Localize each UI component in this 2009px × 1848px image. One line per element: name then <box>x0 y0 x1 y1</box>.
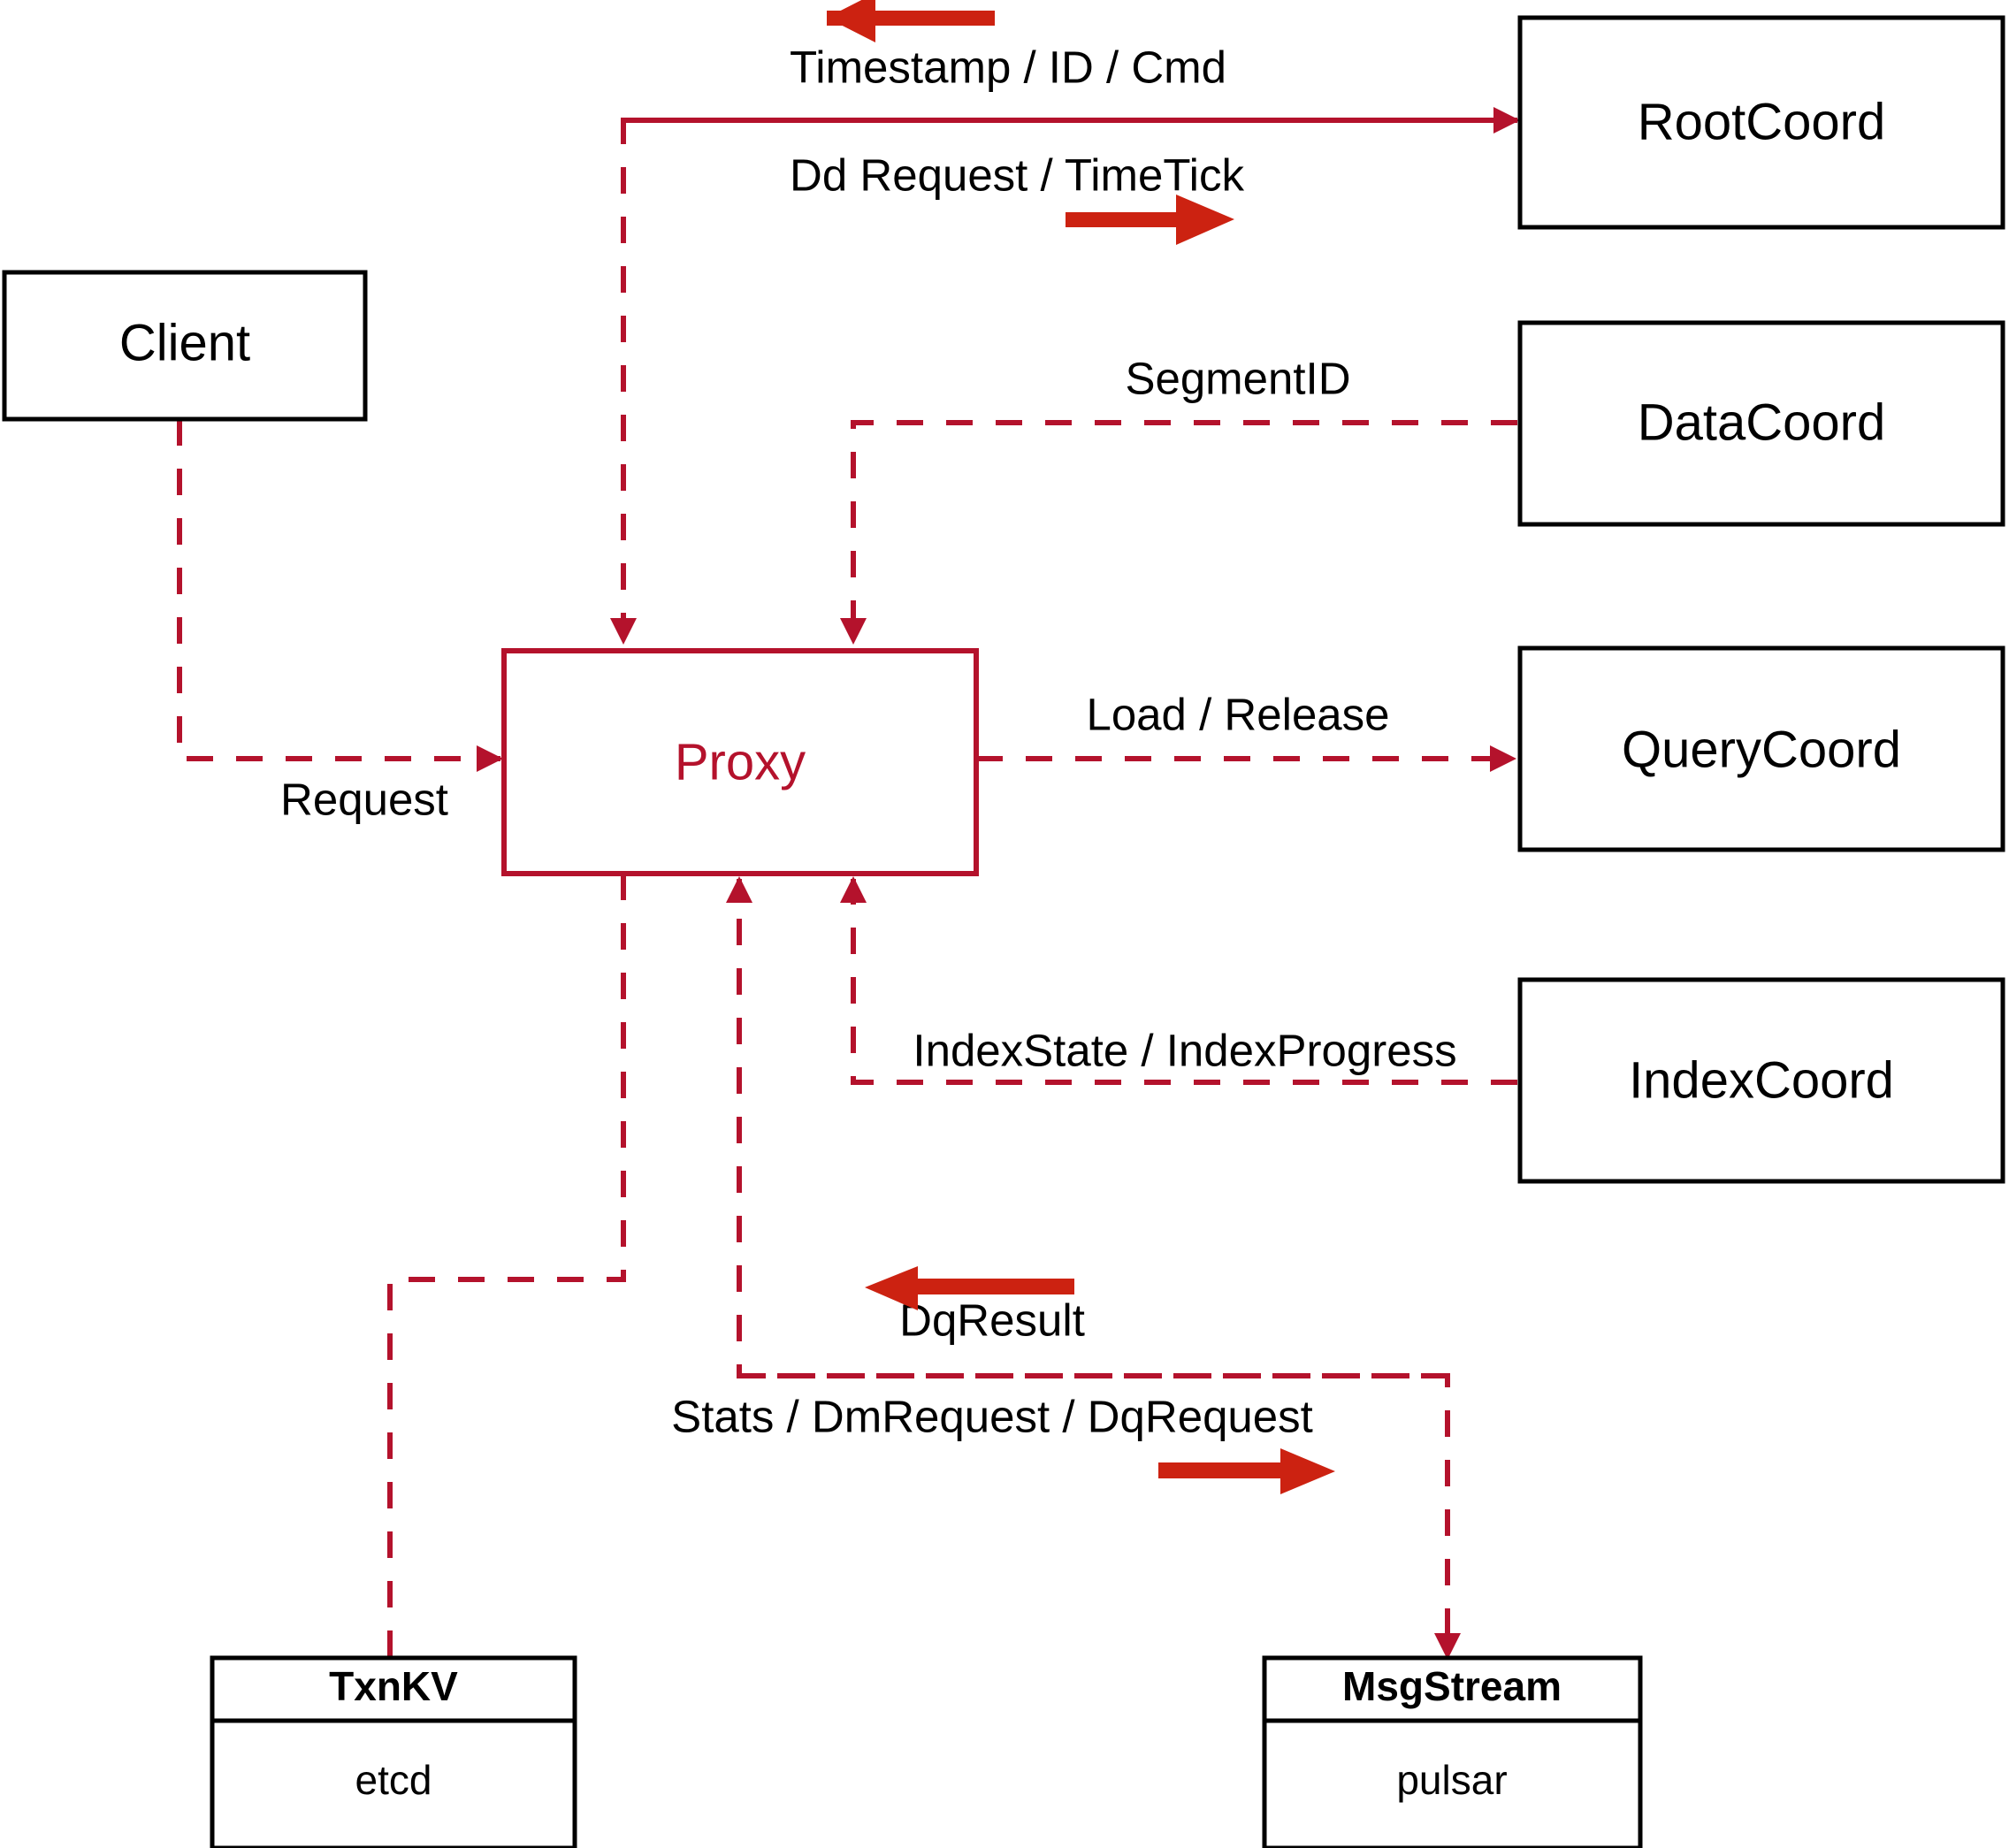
node-rootcoord[interactable] <box>1517 15 2005 230</box>
edge-label-datacoord-to-proxy: SegmentID <box>1125 353 1350 403</box>
node-datacoord[interactable] <box>1517 320 2005 527</box>
node-querycoord-label: QueryCoord <box>1622 721 1901 778</box>
edge-proxy-to-msgstream <box>739 1373 1461 1660</box>
node-msgstream-label: MsgStream <box>1342 1663 1562 1709</box>
edge-msgstream-to-proxy <box>726 876 1448 1378</box>
node-indexcoord[interactable] <box>1517 977 2005 1184</box>
node-querycoord[interactable] <box>1517 645 2005 852</box>
edge-label-proxy-to-msgstream: Stats / DmRequest / DqRequest <box>671 1391 1313 1441</box>
node-proxy[interactable] <box>501 648 979 876</box>
node-txnkv[interactable] <box>210 1655 577 1848</box>
node-txnkv-label: TxnKV <box>329 1663 458 1709</box>
node-proxy-label: Proxy <box>675 733 806 790</box>
node-msgstream-impl: pulsar <box>1396 1757 1507 1803</box>
direction-arrow-right-top <box>1066 195 1234 245</box>
direction-arrow-left-top <box>827 0 995 42</box>
edge-label-indexcoord-to-proxy: IndexState / IndexProgress <box>913 1025 1456 1075</box>
node-client-label: Client <box>119 314 250 371</box>
edge-proxy-to-txnkv <box>387 874 626 1657</box>
edge-label-msgstream-to-proxy: DqResult <box>899 1294 1085 1345</box>
node-indexcoord-label: IndexCoord <box>1629 1051 1894 1109</box>
node-txnkv-impl: etcd <box>355 1757 432 1803</box>
edge-label-rootcoord-to-proxy: Timestamp / ID / Cmd <box>790 42 1226 92</box>
edge-indexcoord-to-proxy <box>840 876 1517 1085</box>
edge-datacoord-to-proxy <box>840 420 1517 645</box>
direction-arrow-right-bottom <box>1158 1448 1335 1494</box>
node-rootcoord-label: RootCoord <box>1638 93 1885 150</box>
direction-arrow-left-bottom <box>865 1266 1074 1310</box>
edge-label-proxy-to-rootcoord: Dd Request / TimeTick <box>790 149 1244 200</box>
edge-client-to-proxy <box>177 419 503 772</box>
node-client[interactable] <box>2 270 368 422</box>
edge-label-proxy-to-querycoord: Load / Release <box>1086 689 1389 739</box>
edge-label-client-to-proxy: Request <box>280 774 448 824</box>
node-msgstream[interactable] <box>1262 1655 1643 1848</box>
node-datacoord-label: DataCoord <box>1638 393 1885 451</box>
